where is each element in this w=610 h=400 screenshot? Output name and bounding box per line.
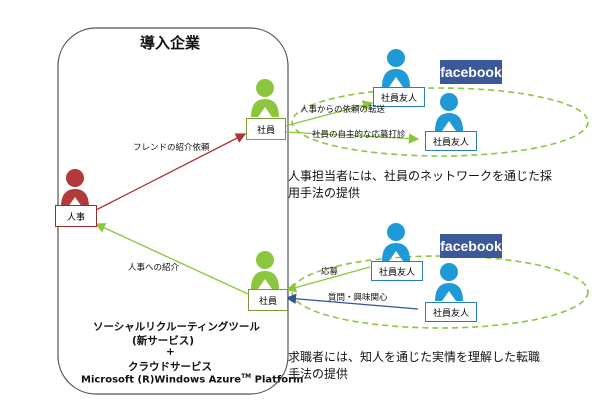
person-icon-friend-3 [382, 223, 410, 261]
platform-name: Microsoft (R)Windows Azure [81, 374, 242, 386]
tool-name-line1: ソーシャルリクルーティングツール [93, 321, 260, 333]
arrow-referral-request [95, 133, 247, 211]
arrow-question-interest [285, 293, 419, 310]
facebook-logo-bottom: facebook [440, 234, 502, 258]
label-friend-referral: フレンドの紹介依頼 [133, 143, 210, 153]
label-question-interest: 質問・興味関心 [328, 293, 388, 303]
person-icon-employee-bottom [251, 251, 279, 289]
node-hr: 人事 [55, 205, 97, 227]
node-friend-3: 社員友人 [371, 261, 423, 281]
person-icon-friend-1 [382, 49, 410, 87]
cloud-service-label: クラウドサービス [128, 361, 212, 373]
company-title: 導入企業 [140, 34, 201, 52]
platform-label: Microsoft (R)Windows AzureTM Platform [81, 373, 303, 385]
person-icon-friend-2 [435, 93, 463, 131]
label-voluntary-offer: 社員の自主的な応募打診 [312, 130, 406, 140]
person-icon-employee-top [251, 79, 279, 117]
node-friend-1: 社員友人 [373, 87, 425, 107]
node-employee-top: 社員 [246, 118, 286, 140]
person-icon-friend-4 [435, 263, 463, 301]
note-top-line1: 人事担当者には、社員のネットワークを通じた採 [288, 169, 553, 183]
label-apply: 応募 [321, 267, 339, 277]
facebook-logo-top: facebook [440, 60, 502, 84]
plus-sign: + [166, 346, 175, 358]
note-bottom-line2: 手法の提供 [288, 367, 349, 381]
note-top-line2: 用手法の提供 [288, 186, 361, 200]
node-employee-bottom: 社員 [248, 289, 288, 311]
arrow-voluntary-offer [284, 131, 420, 144]
note-bottom-line1: 求職者には、知人を通じた実情を理解した転職 [288, 350, 541, 364]
trademark-mark: TM [241, 373, 252, 380]
arrow-apply [285, 266, 371, 293]
arrow-hr-forward [284, 100, 374, 127]
label-hr-forward: 人事からの依頼の転送 [300, 105, 386, 115]
label-intro-to-hr: 人事への紹介 [128, 263, 180, 273]
node-friend-4: 社員友人 [425, 302, 477, 322]
network-ellipse-top [291, 87, 589, 157]
platform-suffix: Platform [251, 374, 304, 386]
arrow-intro-to-hr [94, 223, 249, 295]
person-icon-hr [61, 169, 89, 207]
tool-name-line2: (新サービス) [132, 335, 195, 347]
node-friend-2: 社員友人 [425, 131, 477, 151]
